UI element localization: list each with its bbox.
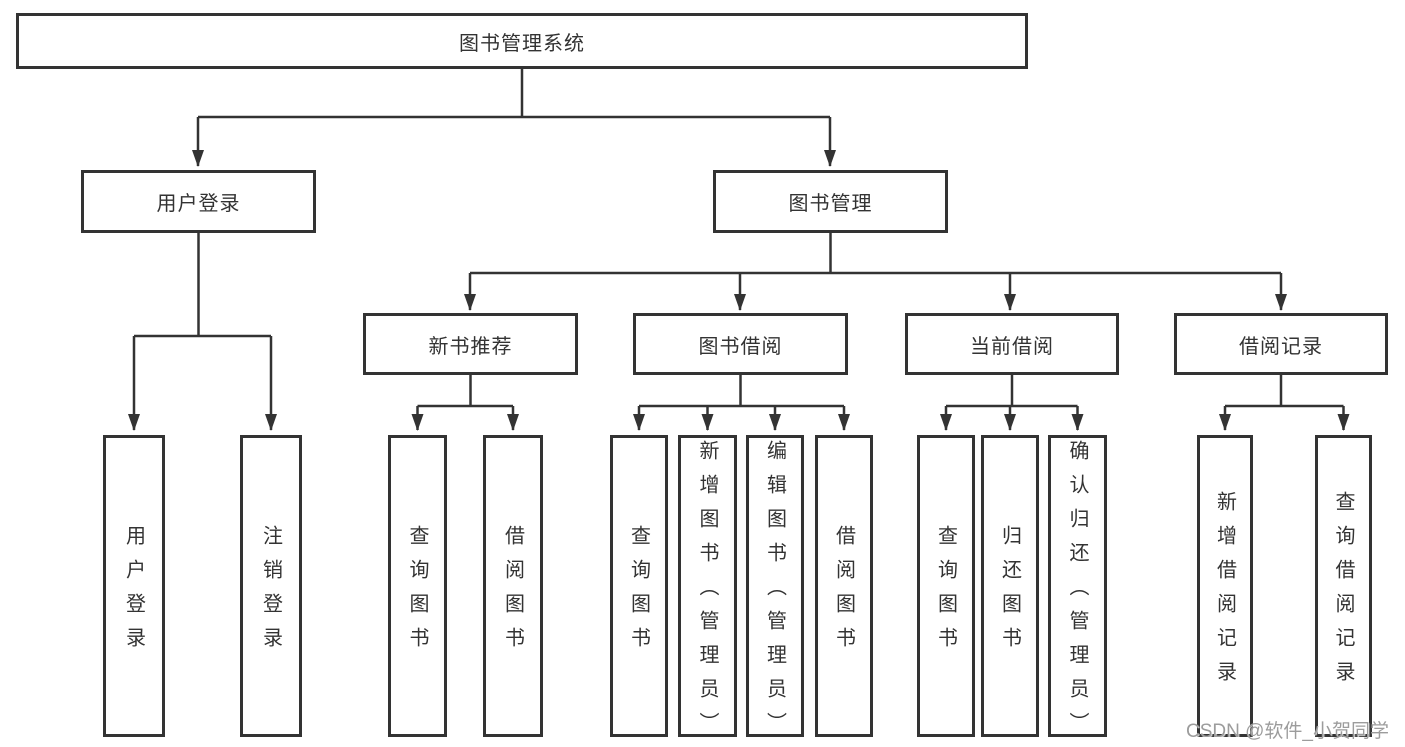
node-user-login-label: 用户登录 (156, 193, 241, 215)
node-book-borrow-label: 图书借阅 (698, 335, 783, 358)
leaf-confirm-return-admin-label: 确认归还（管理员） (1066, 440, 1088, 746)
node-borrow-records: 借阅记录 (1174, 313, 1388, 375)
leaf-query-books-current-label: 查询图书 (934, 525, 957, 661)
node-borrow-records-label: 借阅记录 (1239, 335, 1323, 358)
connector-root (198, 69, 830, 119)
node-new-book-recommend-label: 新书推荐 (428, 335, 513, 358)
leaf-borrow-books-recommend: 借阅图书 (483, 435, 543, 737)
leaf-edit-books-admin-label: 编辑图书（管理员） (763, 440, 786, 746)
connector-user-login (134, 233, 271, 338)
node-book-management: 图书管理 (713, 170, 948, 233)
leaf-return-books-label: 归还图书 (998, 525, 1021, 661)
leaf-return-books: 归还图书 (981, 435, 1039, 737)
connector-current-borrow (946, 375, 1078, 408)
csdn-watermark: CSDN @软件_小贺同学 (1186, 721, 1389, 742)
connector-book-borrow (639, 375, 844, 408)
node-new-book-recommend: 新书推荐 (363, 313, 578, 375)
leaf-query-books-recommend: 查询图书 (388, 435, 447, 737)
leaf-logout: 注销登录 (240, 435, 302, 737)
leaf-borrow-books-label: 借阅图书 (832, 525, 855, 661)
leaf-borrow-books-recommend-label: 借阅图书 (501, 525, 524, 661)
leaf-query-books-borrow-label: 查询图书 (627, 525, 650, 661)
leaf-edit-books-admin: 编辑图书（管理员） (746, 435, 804, 746)
leaf-user-login: 用户登录 (103, 435, 165, 737)
leaf-query-books-current: 查询图书 (917, 435, 975, 737)
leaf-query-books-borrow: 查询图书 (610, 435, 668, 737)
connector-borrow-records (1225, 375, 1344, 408)
leaf-confirm-return-admin: 确认归还（管理员） (1048, 435, 1107, 746)
connector-new-book-recommend (417, 375, 513, 408)
node-root: 图书管理系统 (16, 13, 1028, 69)
node-root-label: 图书管理系统 (459, 32, 585, 55)
node-current-borrow-label: 当前借阅 (970, 335, 1054, 358)
connector-book-management (470, 233, 1281, 275)
node-user-login: 用户登录 (81, 170, 316, 233)
leaf-add-books-admin-label: 新增图书（管理员） (696, 440, 718, 746)
leaf-query-books-recommend-label: 查询图书 (406, 525, 428, 661)
leaf-logout-label: 注销登录 (259, 525, 282, 661)
leaf-query-borrow-record-label: 查询借阅记录 (1332, 491, 1354, 695)
leaf-add-borrow-record: 新增借阅记录 (1197, 435, 1253, 737)
leaf-add-borrow-record-label: 新增借阅记录 (1213, 491, 1236, 695)
leaf-user-login-label: 用户登录 (122, 525, 145, 661)
node-book-management-label: 图书管理 (788, 193, 873, 215)
leaf-query-borrow-record: 查询借阅记录 (1315, 435, 1372, 737)
node-book-borrow: 图书借阅 (633, 313, 848, 375)
node-current-borrow: 当前借阅 (905, 313, 1119, 375)
leaf-borrow-books: 借阅图书 (815, 435, 873, 737)
leaf-add-books-admin: 新增图书（管理员） (678, 435, 737, 746)
